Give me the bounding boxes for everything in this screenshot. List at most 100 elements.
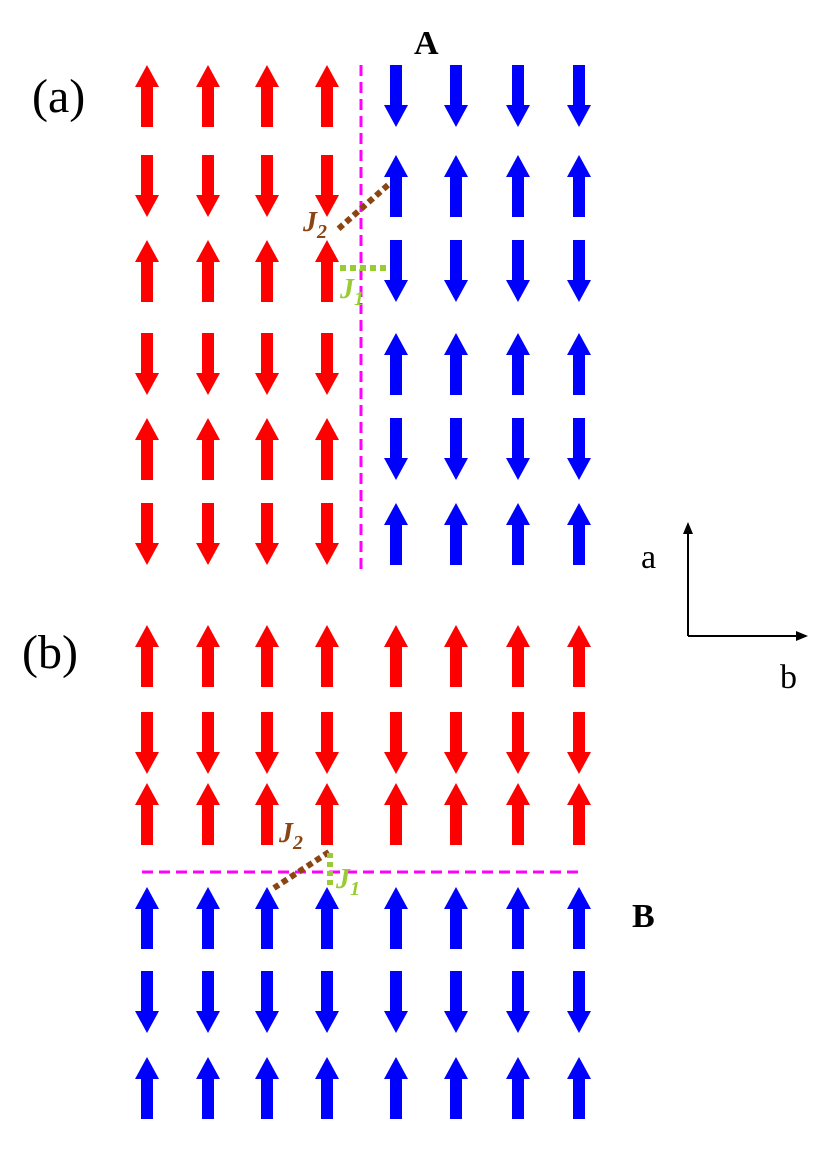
spin-arrow-down-icon [196,155,220,217]
spin-arrow-up-icon [315,65,339,127]
spin-arrow-up-icon [506,625,530,687]
spin-arrow-up-icon [567,155,591,217]
spin-arrow-up-icon [315,887,339,949]
panel-b-spin-grid [135,625,591,1119]
j2-bond-a [334,182,390,234]
spin-arrow-down-icon [506,240,530,302]
spin-arrow-down-icon [315,155,339,217]
spin-arrow-up-icon [506,333,530,395]
spin-arrow-up-icon [384,887,408,949]
spin-arrow-up-icon [196,1057,220,1119]
spin-arrow-down-icon [135,712,159,774]
spin-arrow-down-icon [135,155,159,217]
spin-arrow-up-icon [196,625,220,687]
spin-arrow-up-icon [384,625,408,687]
spin-arrow-down-icon [567,418,591,480]
spin-arrow-up-icon [255,1057,279,1119]
spin-arrow-down-icon [196,333,220,395]
spin-arrow-up-icon [506,155,530,217]
spin-arrow-down-icon [196,712,220,774]
spin-arrow-up-icon [384,333,408,395]
axis-b-label: b [780,659,797,696]
wall-a-label: A [414,25,439,62]
panel-a-label: (a) [32,70,85,123]
spin-arrow-up-icon [135,1057,159,1119]
panel-b-label: (b) [22,626,78,679]
spin-arrow-up-icon [255,240,279,302]
spin-arrow-up-icon [567,503,591,565]
spin-arrow-down-icon [384,240,408,302]
spin-arrow-up-icon [444,1057,468,1119]
spin-arrow-up-icon [567,1057,591,1119]
spin-arrow-up-icon [384,503,408,565]
spin-arrow-up-icon [444,503,468,565]
axis-a-label: a [641,539,656,576]
spin-arrow-up-icon [255,625,279,687]
j2-label-b: J2 [278,818,303,854]
spin-arrow-up-icon [506,503,530,565]
spin-arrow-down-icon [196,971,220,1033]
spin-arrow-up-icon [315,240,339,302]
spin-arrow-up-icon [315,783,339,845]
spin-arrow-down-icon [315,712,339,774]
spin-arrow-down-icon [384,65,408,127]
spin-arrow-down-icon [255,503,279,565]
panel-a-spin-grid [135,65,591,565]
spin-arrow-down-icon [135,971,159,1033]
spin-arrow-down-icon [135,503,159,565]
spin-arrow-up-icon [567,887,591,949]
spin-arrow-up-icon [444,155,468,217]
spin-arrow-down-icon [444,418,468,480]
spin-arrow-up-icon [567,625,591,687]
j2-label-a: J2 [302,207,327,243]
spin-arrow-down-icon [255,333,279,395]
spin-arrow-up-icon [255,418,279,480]
spin-arrow-up-icon [255,65,279,127]
spin-arrow-up-icon [384,155,408,217]
lattice-axes: a b [641,522,808,696]
spin-arrow-down-icon [315,971,339,1033]
spin-arrow-up-icon [444,783,468,845]
spin-arrow-down-icon [506,65,530,127]
spin-arrow-down-icon [567,65,591,127]
panel-a: (a) A J2 J1 [32,25,591,570]
spin-arrow-down-icon [384,971,408,1033]
wall-b-label: B [632,898,655,935]
spin-arrow-down-icon [255,712,279,774]
spin-arrow-down-icon [315,503,339,565]
spin-arrow-up-icon [255,783,279,845]
spin-arrow-up-icon [315,625,339,687]
spin-arrow-down-icon [444,712,468,774]
spin-arrow-down-icon [255,155,279,217]
spin-arrow-down-icon [567,971,591,1033]
spin-arrow-down-icon [444,240,468,302]
spin-arrow-down-icon [506,712,530,774]
spin-arrow-up-icon [444,625,468,687]
j2-bond-b [272,849,331,891]
spin-arrow-up-icon [506,887,530,949]
spin-arrow-up-icon [384,1057,408,1119]
spin-arrow-up-icon [135,783,159,845]
spin-arrow-down-icon [255,971,279,1033]
spin-arrow-down-icon [444,971,468,1033]
spin-arrow-up-icon [506,783,530,845]
spin-arrow-down-icon [196,503,220,565]
j1-label-b: J1 [335,864,360,900]
spin-arrow-up-icon [135,418,159,480]
spin-arrow-down-icon [567,712,591,774]
panel-b: (b) B J2 J1 [22,625,655,1119]
spin-arrow-down-icon [315,333,339,395]
spin-arrow-down-icon [506,971,530,1033]
spin-arrow-up-icon [315,1057,339,1119]
spin-arrow-up-icon [255,887,279,949]
spin-arrow-up-icon [196,65,220,127]
spin-arrow-up-icon [315,418,339,480]
spin-arrow-up-icon [567,783,591,845]
j1-label-a: J1 [339,274,364,310]
spin-arrow-down-icon [506,418,530,480]
spin-arrow-up-icon [135,65,159,127]
spin-arrow-down-icon [384,712,408,774]
spin-arrow-up-icon [135,240,159,302]
spin-arrow-up-icon [444,333,468,395]
